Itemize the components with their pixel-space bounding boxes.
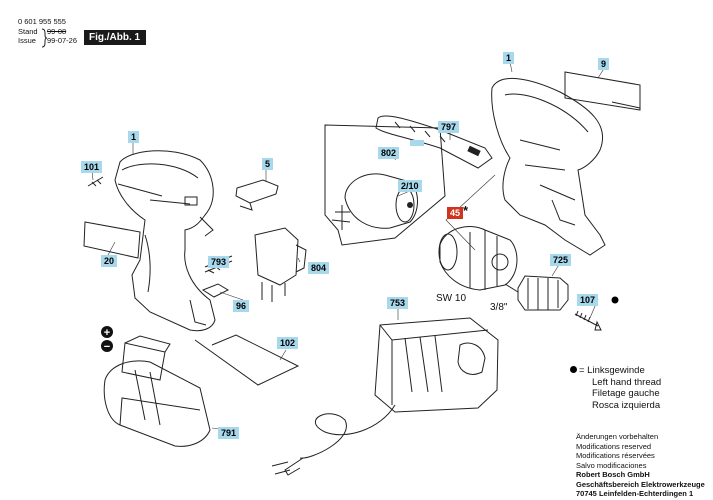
callout-1-left: 1 [128,131,140,143]
legend-line-2: Left hand thread [592,376,662,388]
footer-line-7: 70745 Leinfelden-Echterdingen 1 [576,489,694,498]
callout-793: 793 [208,256,230,268]
housing-right [491,77,606,256]
housing-left [114,150,216,332]
footer: Änderungen vorbehalten Modifications res… [576,432,705,499]
legend-line-3: Filetage gauche [592,388,660,399]
callout-804: 804 [308,262,330,274]
footer-line-4: Salvo modificaciones [576,460,647,470]
sw10-label: SW 10 [436,293,467,304]
issue-value: 99-07-26 [47,36,78,45]
stand-value: 99-08 [47,27,67,36]
callout-791: 791 [218,427,240,439]
callout-9: 9 [598,58,610,70]
stand-label: Stand [18,27,38,36]
left-hand-thread-dot [611,296,619,304]
callout-753: 753 [387,297,409,309]
issue-label: Issue [18,36,36,45]
minus-sign: − [104,341,110,353]
chuck-size-label: 3/8" [490,302,508,313]
callout-2-10: 2/10 [398,180,422,192]
callout-45: 45 [447,207,464,219]
callout-96: 96 [233,300,250,312]
callout-1-right: 1 [503,52,515,64]
legend-line-1: = Linksgewinde [579,365,645,376]
callout-101: 101 [81,161,103,173]
footer-line-5: Robert Bosch GmbH [576,470,650,479]
star-mark: * [463,203,469,218]
part-number: 0 601 955 555 [18,17,66,26]
plus-sign: + [104,327,110,339]
footer-line-6: Geschäftsbereich Elektrowerkzeuge [576,479,705,489]
legend-line-4: Rosca izquierda [592,399,661,411]
footer-line-1: Änderungen vorbehalten [576,432,659,441]
callout-802: 802 [378,147,400,159]
callout-20: 20 [101,255,118,267]
figure-label: Fig./Abb. 1 [84,30,147,45]
callout-102: 102 [277,337,299,349]
callout-107: 107 [577,294,599,306]
footer-line-2: Modifications reserved [576,441,652,451]
callout-725: 725 [550,254,572,266]
legend: = Linksgewinde Left hand thread Filetage… [570,365,661,411]
footer-line-3: Modifications réservées [576,451,655,460]
legend-dot [570,366,577,373]
callout-5: 5 [262,158,274,170]
callout-797: 797 [438,121,460,133]
